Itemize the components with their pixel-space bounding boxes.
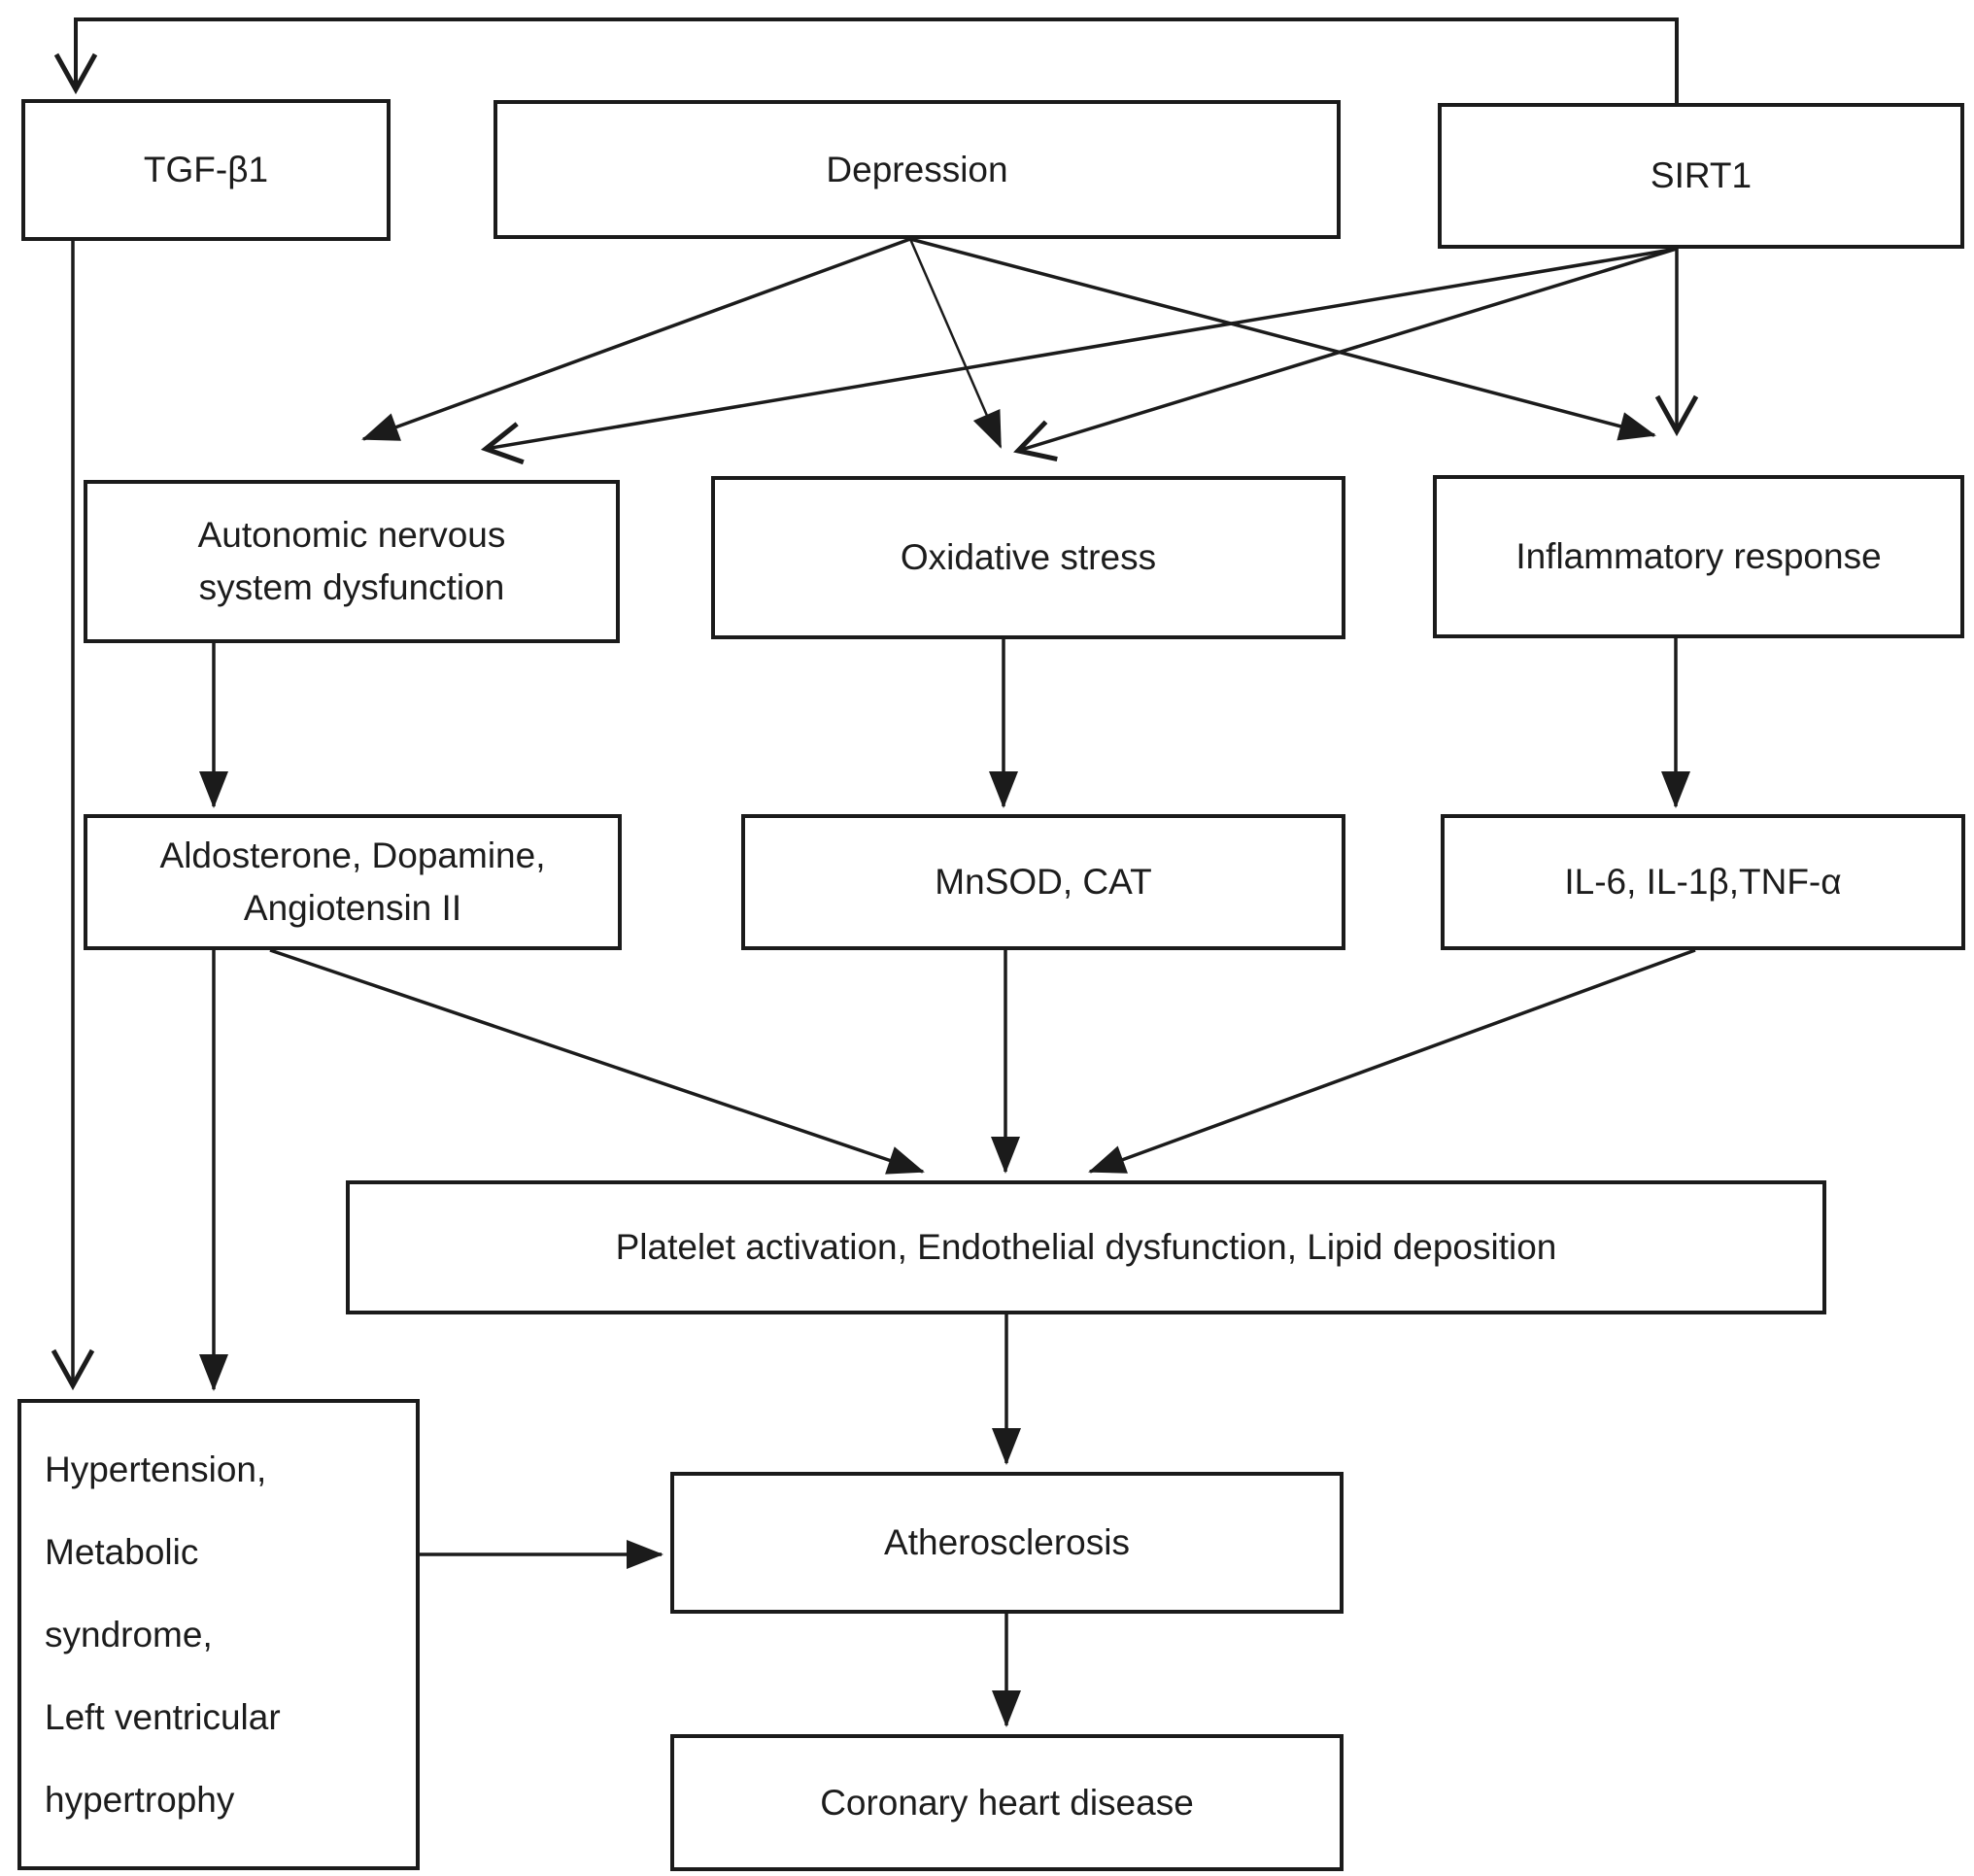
edge-aldosterone-to-platelet <box>269 948 925 1175</box>
node-tgf-b1: TGF-β1 <box>21 99 391 241</box>
node-atherosclerosis: Atherosclerosis <box>670 1472 1344 1614</box>
edge-il6-to-platelet <box>1088 948 1696 1174</box>
node-platelet-activation: Platelet activation, Endothelial dysfunc… <box>346 1180 1826 1314</box>
node-autonomic-nervous-system-dysfunction: Autonomic nervous system dysfunction <box>84 480 620 643</box>
node-hypertension-metabolic-syndrome: Hypertension, Metabolic syndrome, Left v… <box>17 1399 420 1870</box>
node-sirt1-label: SIRT1 <box>1650 155 1753 196</box>
node-depression-label: Depression <box>826 149 1008 189</box>
node-coronary-heart-disease-label: Coronary heart disease <box>820 1782 1194 1823</box>
node-il6-label: IL-6, IL-1β,TNF-α <box>1564 862 1842 903</box>
node-depression: Depression <box>494 100 1341 239</box>
edge-depression-to-autonomic <box>361 237 911 441</box>
node-il6-il1b-tnfa: IL-6, IL-1β,TNF-α <box>1441 814 1965 950</box>
node-inflammatory-response: Inflammatory response <box>1433 475 1964 638</box>
edge-sirt1-to-autonomic <box>480 247 1678 465</box>
node-platelet-activation-label: Platelet activation, Endothelial dysfunc… <box>615 1227 1557 1268</box>
node-mnsod-cat-label: MnSOD, CAT <box>935 862 1152 903</box>
node-mnsod-cat: MnSOD, CAT <box>741 814 1345 950</box>
node-coronary-heart-disease: Coronary heart disease <box>670 1734 1344 1871</box>
edge-sirt1-to-tgfb1 <box>53 17 1679 103</box>
edge-depression-to-oxidative <box>908 238 1003 449</box>
node-tgf-b1-label: TGF-β1 <box>143 150 269 190</box>
edge-depression-to-inflammatory <box>909 237 1656 441</box>
edge-sirt1-to-oxidative <box>1013 247 1678 462</box>
node-aldosterone-label: Aldosterone, Dopamine, Angiotensin II <box>159 836 546 928</box>
node-aldosterone-dopamine-angiotensin: Aldosterone, Dopamine, Angiotensin II <box>84 814 622 950</box>
node-hypertension-label: Hypertension, Metabolic syndrome, Left v… <box>45 1449 281 1821</box>
node-atherosclerosis-label: Atherosclerosis <box>884 1522 1130 1563</box>
node-sirt1: SIRT1 <box>1438 103 1964 249</box>
node-inflammatory-response-label: Inflammatory response <box>1515 536 1882 577</box>
node-oxidative-stress: Oxidative stress <box>711 476 1345 639</box>
node-autonomic-label: Autonomic nervous system dysfunction <box>197 515 506 607</box>
node-oxidative-stress-label: Oxidative stress <box>900 537 1157 578</box>
